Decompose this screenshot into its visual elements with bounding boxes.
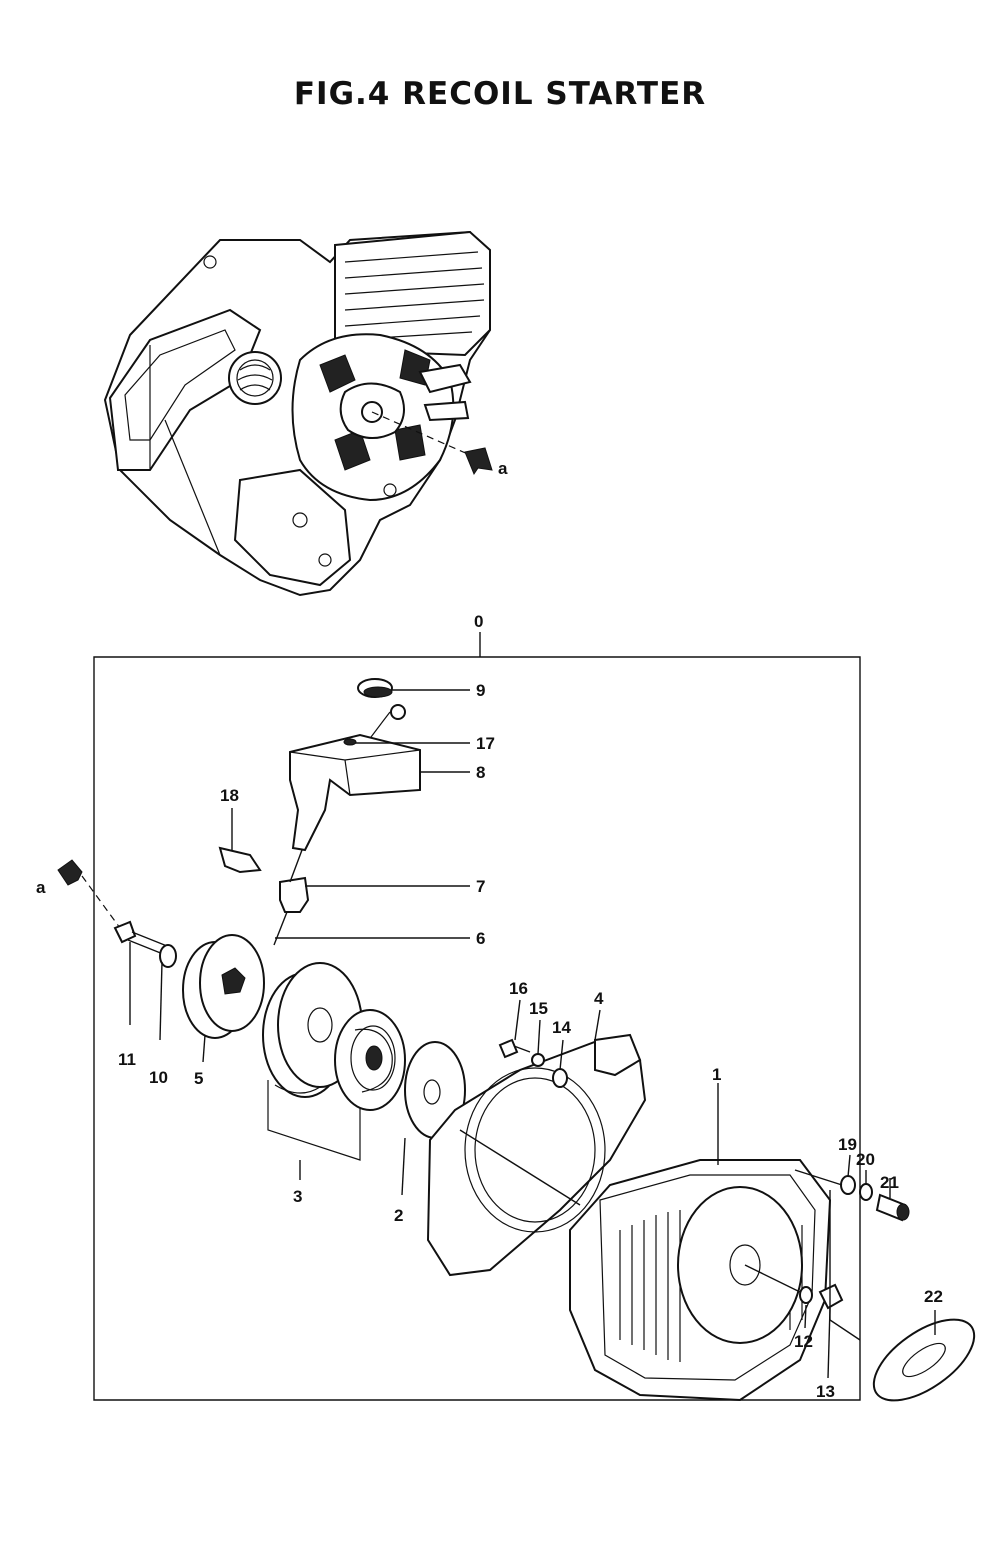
callout-10: 10 (149, 1068, 168, 1087)
part-5-rope-pulley (182, 934, 265, 1039)
callout-6: 6 (476, 929, 485, 948)
part-10-washer (159, 944, 177, 968)
part-15-lock-washer (531, 1053, 545, 1067)
leader-lines (129, 689, 936, 1379)
callout-3: 3 (293, 1187, 302, 1206)
part-22-decal-plate (872, 1318, 976, 1402)
view-marker-a-kit: a (36, 878, 46, 897)
callout-22: 22 (924, 1287, 943, 1306)
callout-21: 21 (880, 1173, 899, 1192)
callout-13: 13 (816, 1382, 835, 1401)
assembly-kit-frame (93, 632, 861, 1401)
part-6-starter-rope (273, 911, 288, 946)
callout-17: 17 (476, 734, 495, 753)
callout-4: 4 (594, 989, 604, 1008)
callout-7: 7 (476, 877, 485, 896)
view-arrow-a-kit (57, 859, 83, 886)
callout-9: 9 (476, 681, 485, 700)
callout-2: 2 (394, 1206, 403, 1225)
callout-12: 12 (794, 1332, 813, 1351)
callout-18: 18 (220, 786, 239, 805)
figure-title: FIG.4 RECOIL STARTER (293, 76, 707, 112)
callout-15: 15 (529, 999, 548, 1018)
part-14-washer (552, 1068, 568, 1088)
part-16-screw (498, 1038, 519, 1059)
engine-crankcase-drawing (103, 230, 493, 597)
callout-8: 8 (476, 763, 485, 782)
view-marker-a-engine: a (498, 459, 508, 478)
callout-20: 20 (856, 1150, 875, 1169)
part-12-washer (799, 1286, 813, 1304)
callout-14: 14 (552, 1018, 571, 1037)
part-18-spring-clip (218, 846, 262, 874)
part-4-rope-guide-plate (426, 1033, 647, 1277)
part-6-starter-rope-upper (289, 849, 303, 883)
part-8-starter-handle (289, 733, 421, 852)
callout-19: 19 (838, 1135, 857, 1154)
part-19-washer (840, 1175, 856, 1195)
callout-16: 16 (509, 979, 528, 998)
part-20-lock-washer (859, 1183, 873, 1201)
callout-0: 0 (474, 612, 483, 631)
callout-5: 5 (194, 1069, 203, 1088)
part-7-rope-guide (279, 876, 310, 913)
part-11-bolt (113, 920, 137, 944)
part-1-starter-case (569, 1159, 832, 1402)
view-arrow-a-engine (464, 447, 493, 476)
callout-11: 11 (118, 1050, 136, 1069)
callout-1: 1 (712, 1065, 721, 1084)
